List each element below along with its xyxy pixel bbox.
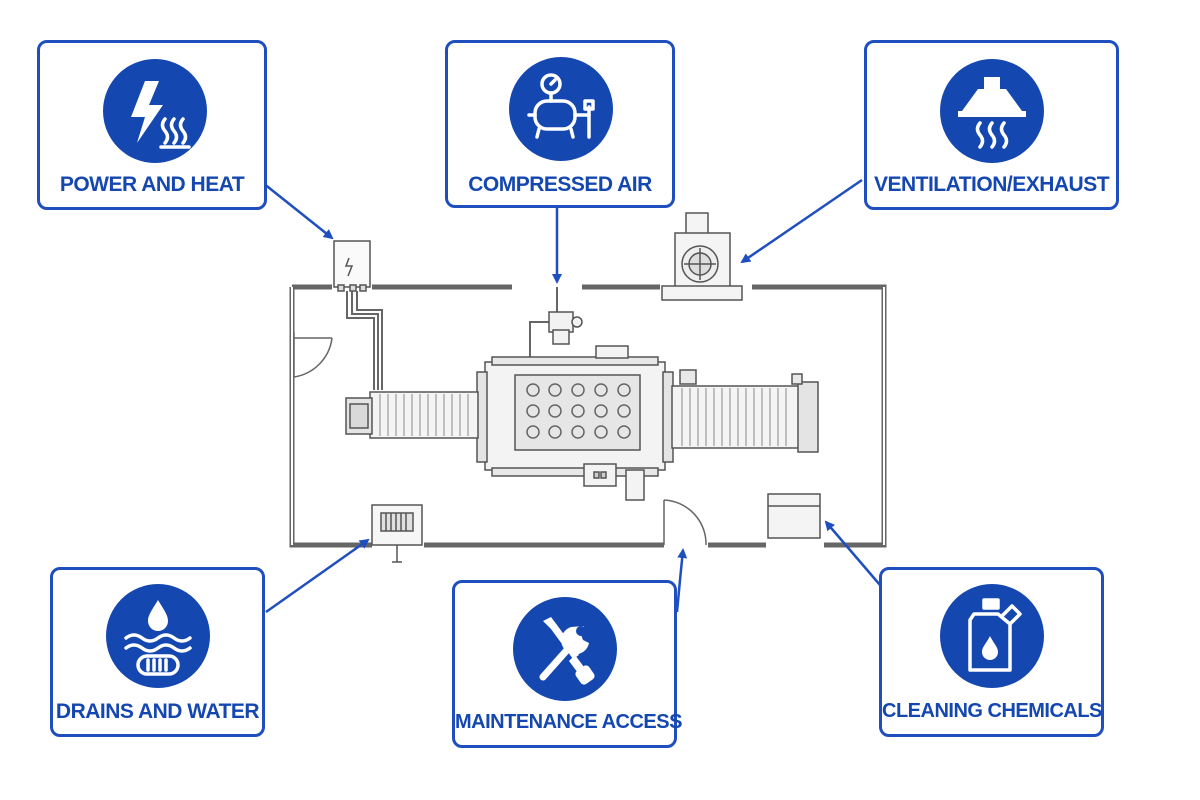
callout-label-power: POWER AND HEAT (59, 173, 245, 196)
callout-compressed-air: COMPRESSED AIR (445, 40, 675, 208)
exhaust-hood-icon (940, 59, 1044, 163)
machine-nozzles (526, 383, 631, 439)
air-regulator (548, 311, 583, 345)
callout-label-air: COMPRESSED AIR (468, 173, 652, 196)
conveyor-left-slats (379, 394, 469, 436)
callout-label-drains: DRAINS AND WATER (55, 700, 260, 723)
floor-drain (371, 504, 423, 563)
wrench-screwdriver-icon (513, 597, 617, 701)
electrical-panel (333, 240, 371, 292)
callout-maintenance-access: MAINTENANCE ACCESS (452, 580, 682, 748)
callout-drains-and-water: DRAINS AND WATER (50, 567, 265, 737)
callout-label-cleaning: CLEANING CHEMICALS (882, 700, 1102, 722)
callout-cleaning-chemicals: CLEANING CHEMICALS (879, 567, 1104, 737)
electrical-conduits (346, 291, 383, 390)
door-bottom (663, 499, 707, 546)
lightning-heat-icon (103, 59, 207, 163)
exhaust-fan-unit (661, 212, 743, 301)
callout-ventilation-exhaust: VENTILATION/EXHAUST (864, 40, 1119, 210)
chemical-jug-icon (940, 584, 1044, 688)
callout-label-maintenance: MAINTENANCE ACCESS (455, 711, 682, 733)
water-drain-icon (106, 584, 210, 688)
conveyor-right-slats (681, 388, 787, 446)
chemical-cabinet (767, 493, 821, 539)
door-left (293, 332, 333, 378)
air-compressor-icon (509, 57, 613, 161)
callout-arrows (262, 178, 881, 614)
callout-power-and-heat: POWER AND HEAT (37, 40, 267, 210)
conveyor-right (671, 369, 819, 453)
callout-label-vent: VENTILATION/EXHAUST (873, 173, 1110, 196)
machine-body (476, 345, 674, 501)
